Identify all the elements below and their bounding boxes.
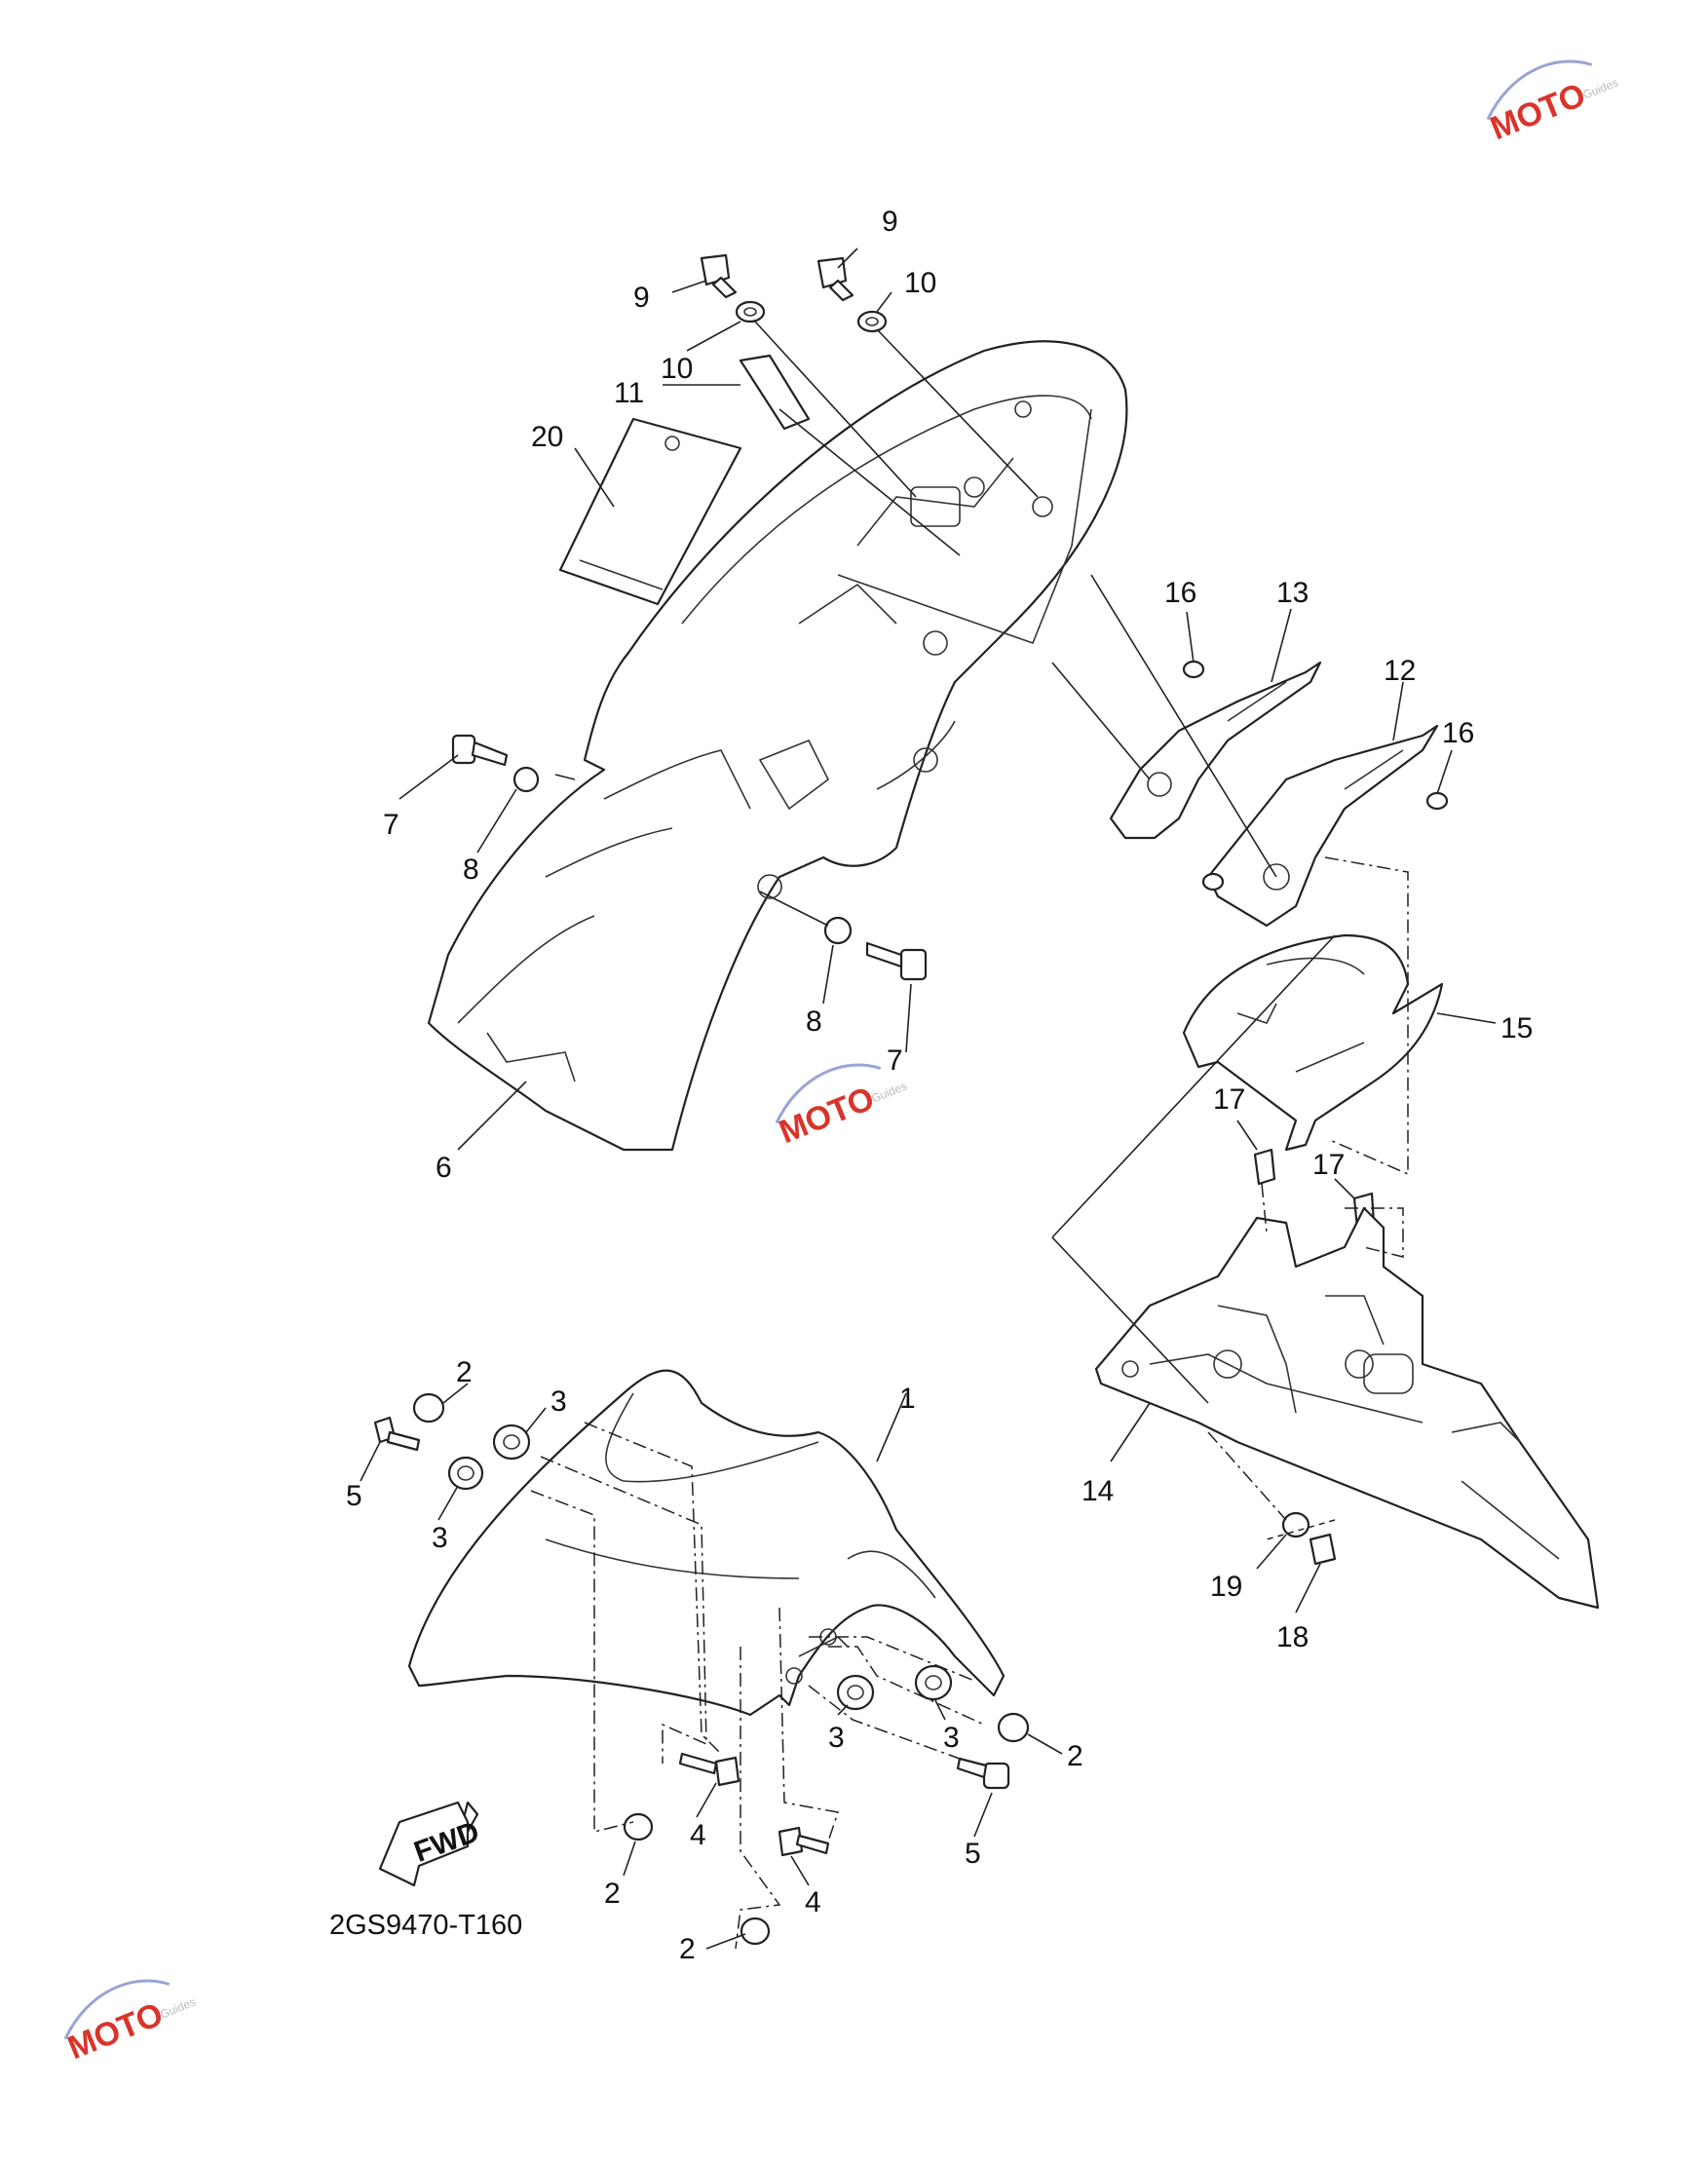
callout-5: 5	[965, 1838, 981, 1870]
watermark-top-right: MOTO Guides	[1485, 59, 1620, 147]
callout-16: 16	[1442, 717, 1474, 749]
nut-19	[1281, 1511, 1310, 1538]
leader-lines	[360, 247, 1497, 1950]
callout-4: 4	[690, 1819, 706, 1851]
callout-7: 7	[383, 809, 399, 841]
washers-10	[735, 300, 888, 333]
callout-10: 10	[904, 267, 936, 299]
rear-fender	[427, 340, 1128, 1152]
callout-3: 3	[432, 1522, 448, 1554]
svg-text:MOTO: MOTO	[1485, 76, 1590, 147]
callout-14: 14	[1082, 1475, 1114, 1507]
callout-2: 2	[1067, 1740, 1083, 1772]
inner-fender-14	[1094, 1206, 1600, 1610]
grommets-front-left	[373, 1392, 531, 1491]
callout-2: 2	[456, 1356, 473, 1388]
callout-18: 18	[1276, 1621, 1309, 1653]
callout-15: 15	[1500, 1012, 1533, 1044]
callout-5: 5	[346, 1480, 362, 1512]
callout-12: 12	[1384, 655, 1416, 687]
bolts-9	[700, 253, 854, 302]
label-plate	[558, 417, 742, 606]
svg-text:MOTO: MOTO	[62, 1995, 168, 2067]
callout-3: 3	[943, 1722, 960, 1754]
callout-3: 3	[550, 1386, 567, 1418]
callout-9: 9	[882, 206, 898, 238]
callout-4: 4	[805, 1886, 821, 1918]
callout-16: 16	[1164, 577, 1196, 609]
callout-1: 1	[899, 1383, 916, 1415]
bolt-washer-left	[451, 734, 540, 793]
callout-8: 8	[806, 1006, 822, 1038]
callout-2: 2	[679, 1933, 696, 1965]
cover-15	[1182, 933, 1444, 1152]
callout-labels: 9 9 10 10 11 20 7 8 8 7 6 16 13 12 16 15…	[346, 206, 1533, 1965]
bracket-12	[1201, 724, 1449, 928]
bolts-4	[678, 1752, 830, 1857]
callout-3: 3	[828, 1722, 845, 1754]
bolt-18	[1309, 1533, 1337, 1566]
chain-lines	[530, 856, 1409, 1950]
collars-2-bottom	[623, 1812, 771, 1946]
fwd-arrow-icon: FWD	[378, 1801, 483, 1887]
cable-clamp	[739, 354, 811, 431]
svg-text:Guides: Guides	[869, 1079, 909, 1105]
callout-10: 10	[661, 353, 693, 385]
svg-text:MOTO: MOTO	[774, 1080, 879, 1151]
watermark-bottom-left: MOTO Guides	[62, 1979, 198, 2067]
front-fender-1	[407, 1369, 1006, 1717]
callout-13: 13	[1276, 577, 1309, 609]
callout-8: 8	[463, 854, 479, 886]
callout-17: 17	[1312, 1149, 1345, 1181]
svg-text:Guides: Guides	[1580, 75, 1620, 101]
callout-6: 6	[436, 1152, 452, 1184]
callout-20: 20	[531, 421, 563, 453]
svg-text:Guides: Guides	[158, 1994, 198, 2021]
callout-2: 2	[604, 1878, 621, 1910]
diagram-code: 2GS9470-T160	[329, 1910, 522, 1941]
grommets-front-right	[836, 1664, 1030, 1790]
callout-19: 19	[1210, 1571, 1242, 1603]
callout-11: 11	[614, 377, 644, 409]
callout-17: 17	[1213, 1083, 1245, 1116]
bolt-washer-right	[823, 916, 928, 981]
callout-7: 7	[887, 1044, 903, 1077]
callout-9: 9	[633, 282, 650, 314]
